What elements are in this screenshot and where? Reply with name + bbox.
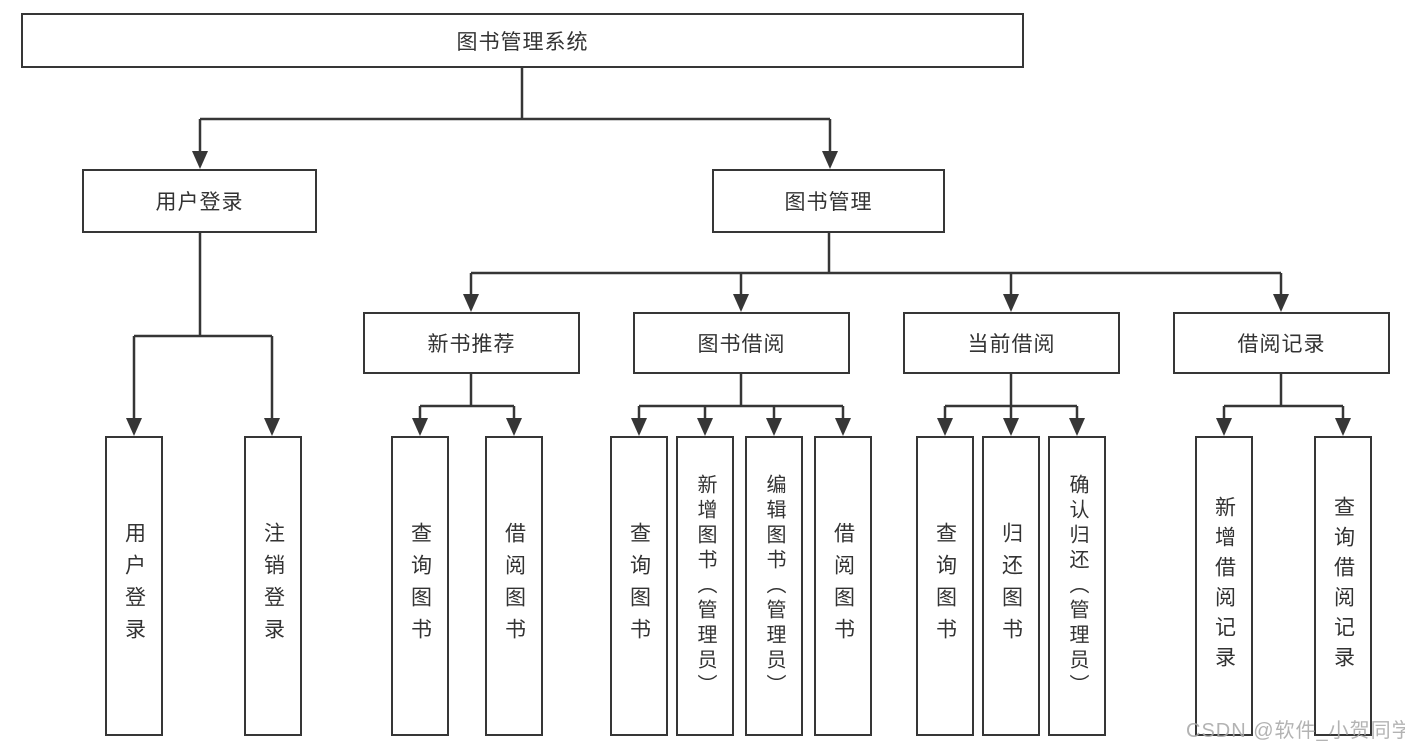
node-current-borrowing: 当前借阅 [903,312,1120,374]
node-user-login: 用户登录 [82,169,317,233]
csdn-watermark: CSDN @软件_小贺同学 [1186,720,1405,742]
leaf-query-books-borrowing: 查询图书 [610,436,668,736]
leaf-query-books-current: 查询图书 [916,436,974,736]
leaf-logout: 注销登录 [244,436,302,736]
leaf-query-books-recommend: 查询图书 [391,436,449,736]
node-borrowing-records: 借阅记录 [1173,312,1390,374]
leaf-user-login: 用户登录 [105,436,163,736]
leaf-return-books: 归还图书 [982,436,1040,736]
node-book-borrowing: 图书借阅 [633,312,850,374]
node-new-book-recommendation: 新书推荐 [363,312,580,374]
leaf-borrow-books-recommend: 借阅图书 [485,436,543,736]
leaf-borrow-books-borrowing: 借阅图书 [814,436,872,736]
root-node-library-management-system: 图书管理系统 [21,13,1024,68]
leaf-add-borrow-record: 新增借阅记录 [1195,436,1253,736]
node-book-management: 图书管理 [712,169,945,233]
leaf-edit-book-admin: 编辑图书（管理员） [745,436,803,736]
leaf-confirm-return-admin: 确认归还（管理员） [1048,436,1106,736]
leaf-add-book-admin: 新增图书（管理员） [676,436,734,736]
leaf-query-borrow-record: 查询借阅记录 [1314,436,1372,736]
